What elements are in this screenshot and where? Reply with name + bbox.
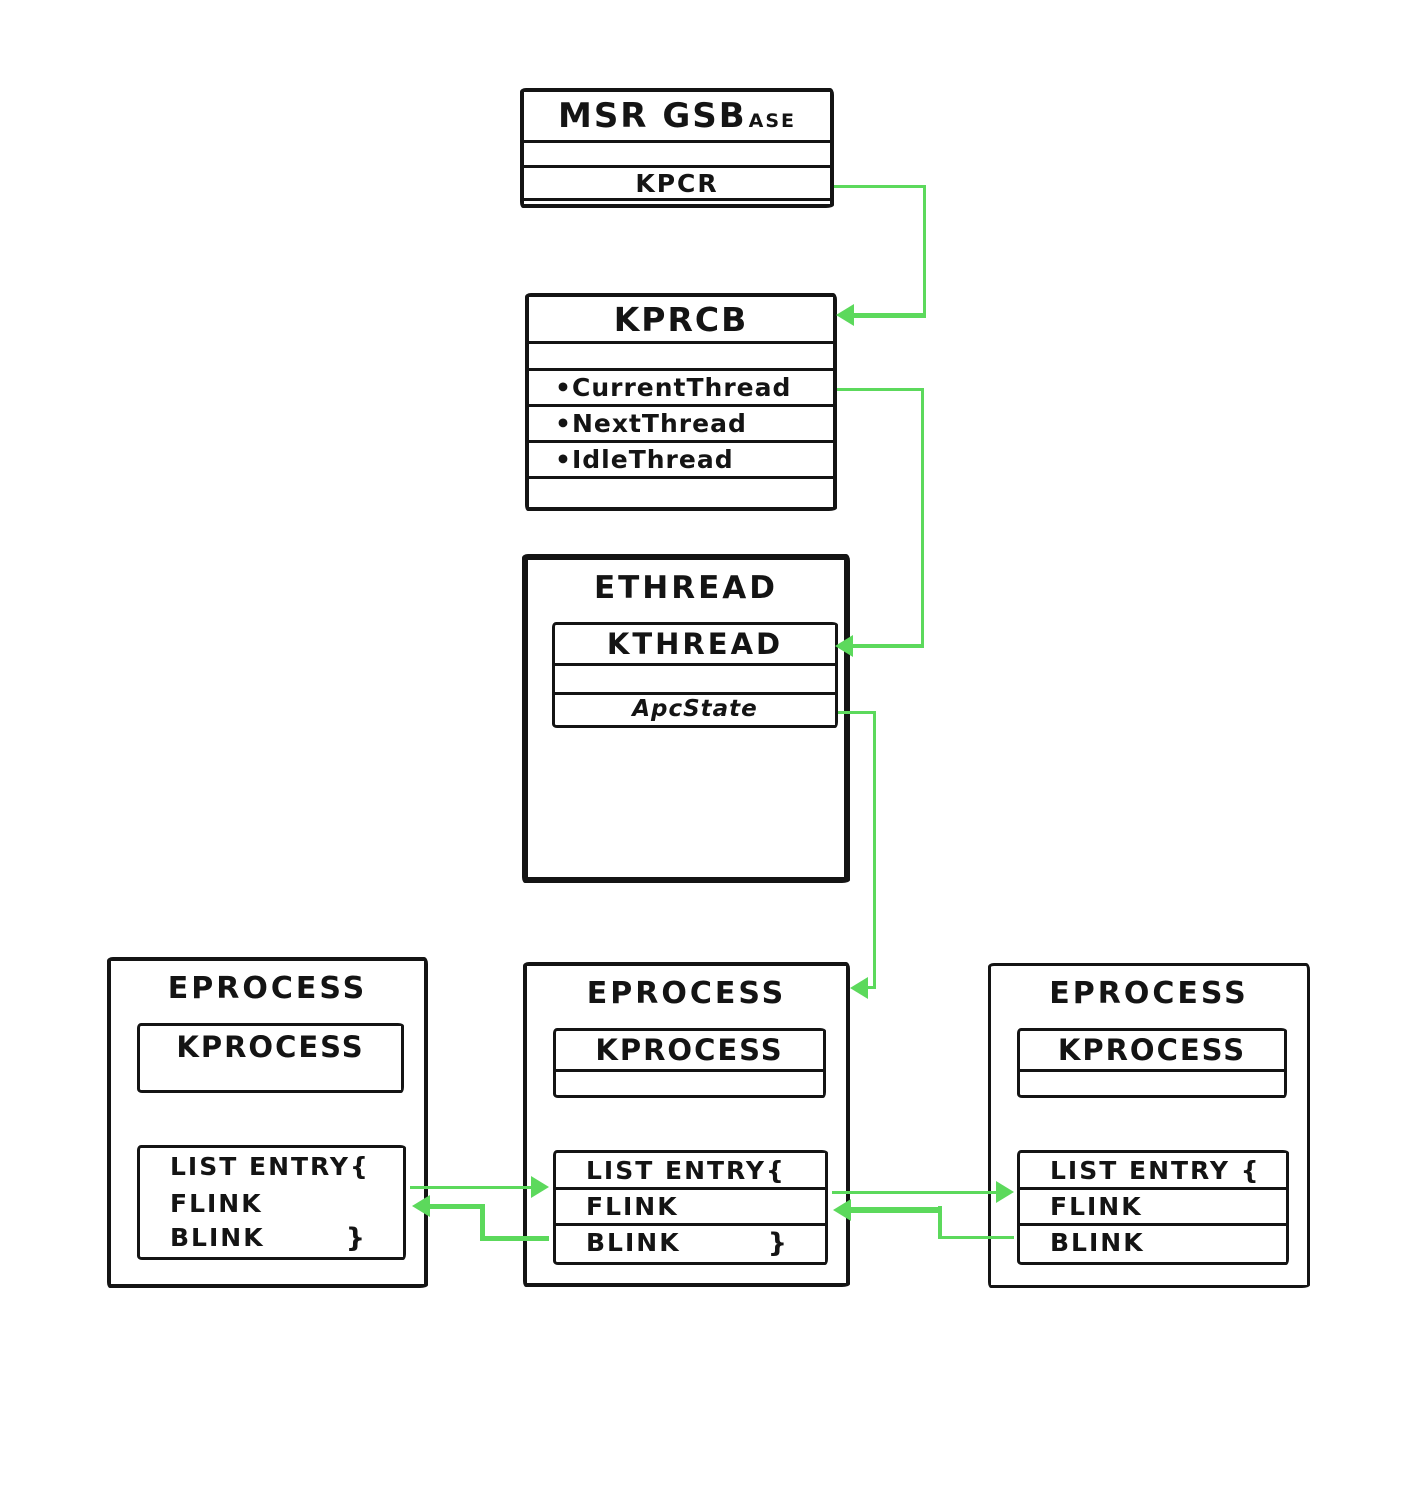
apc-state-row: ApcState [555,695,835,722]
arrow-segment [866,986,876,989]
eprocess-box-right: EPROCESS KPROCESS LIST ENTRY { FLINK BLI… [988,963,1310,1288]
list-entry-box-right: LIST ENTRY { FLINK BLINK [1017,1150,1289,1265]
kthread-empty-row [555,666,835,695]
blink-row-left: BLINK } [140,1221,403,1254]
arrow-segment [852,644,924,648]
arrow-segment [923,185,926,317]
arrowhead-left-icon [850,977,868,999]
arrow-segment [834,185,926,188]
arrow-segment [832,1191,997,1194]
arrow-segment [410,1186,534,1189]
kprocess-box-middle: KPROCESS [553,1028,826,1098]
eprocess-box-middle: EPROCESS KPROCESS LIST ENTRY{ FLINK BLIN… [523,962,850,1287]
ethread-box: ETHREAD KTHREAD ApcState [522,554,850,883]
arrow-segment [873,711,876,989]
list-entry-middle-header: LIST ENTRY{ [556,1153,825,1190]
blink-left-label: BLINK [170,1223,265,1252]
kprcb-empty-row [529,344,833,371]
kpcr-row: KPCR [524,168,830,201]
arrowhead-left-icon [835,635,853,657]
arrowhead-right-icon [996,1181,1014,1203]
arrow-segment [837,388,924,391]
apc-state-label: ApcState [632,695,758,722]
msr-gsbase-title: MSR GSB [557,96,747,136]
next-thread-label: •NextThread [555,409,747,438]
arrowhead-left-icon [836,304,854,326]
list-entry-box-left: LIST ENTRY{ FLINK BLINK } [137,1145,406,1260]
msr-empty-row [524,143,830,168]
eprocess-middle-title: EPROCESS [586,976,787,1011]
kthread-box: KTHREAD ApcState [552,622,838,728]
arrow-segment [429,1204,482,1209]
blink-middle-label: BLINK [586,1228,681,1257]
kprcb-title: KPRCB [613,299,749,339]
flink-middle-label: FLINK [586,1192,679,1221]
flink-left-label: FLINK [170,1188,263,1218]
eprocess-left-title: EPROCESS [167,971,368,1006]
msr-gsbase-title-sub: ASE [748,110,797,132]
arrowhead-right-icon [531,1176,549,1198]
list-entry-right-header-label: LIST ENTRY { [1050,1155,1261,1185]
list-entry-left-header-label: LIST ENTRY{ [170,1152,370,1181]
eprocess-box-left: EPROCESS KPROCESS LIST ENTRY{ FLINK BLIN… [107,957,428,1288]
arrow-segment [940,1236,1014,1239]
kpcr-label: KPCR [635,168,719,198]
kthread-title-row: KTHREAD [555,625,835,666]
closing-brace-left: } [345,1223,367,1254]
arrow-segment [938,1206,942,1239]
blink-right-label: BLINK [1050,1228,1145,1257]
blink-row-right: BLINK [1020,1226,1286,1259]
flink-row-right: FLINK [1020,1190,1286,1226]
flink-row-middle: FLINK [556,1190,825,1226]
kthread-title: KTHREAD [606,627,784,661]
kprocess-right-title: KPROCESS [1020,1031,1284,1072]
current-thread-label: •CurrentThread [555,373,792,402]
ethread-title: ETHREAD [593,570,779,606]
eprocess-right-title: EPROCESS [1049,976,1249,1011]
flink-right-label: FLINK [1050,1192,1143,1221]
flink-row-left: FLINK [140,1185,403,1221]
idle-thread-label: •IdleThread [555,445,734,474]
arrowhead-left-icon [833,1199,851,1221]
kprcb-title-row: KPRCB [529,297,833,344]
arrow-segment [921,388,924,647]
kprocess-box-right: KPROCESS [1017,1028,1287,1098]
arrow-segment [850,1207,940,1213]
arrow-segment [838,711,876,714]
list-entry-middle-header-label: LIST ENTRY{ [586,1155,786,1185]
current-thread-row: •CurrentThread [529,371,833,407]
closing-brace-middle: } [767,1228,789,1259]
kprocess-box-left: KPROCESS [137,1023,404,1093]
list-entry-left-header: LIST ENTRY{ [140,1148,403,1185]
arrow-segment [480,1204,485,1241]
list-entry-box-middle: LIST ENTRY{ FLINK BLINK } [553,1150,828,1265]
blink-row-middle: BLINK } [556,1226,825,1259]
list-entry-right-header: LIST ENTRY { [1020,1153,1286,1190]
kprocess-middle-title: KPROCESS [556,1031,823,1072]
kprocess-left-title: KPROCESS [176,1029,365,1064]
idle-thread-row: •IdleThread [529,443,833,479]
kprcb-box: KPRCB •CurrentThread •NextThread •IdleTh… [525,293,837,511]
arrow-segment [853,313,926,318]
next-thread-row: •NextThread [529,407,833,443]
arrowhead-left-icon [412,1195,430,1217]
arrow-segment [482,1236,549,1241]
